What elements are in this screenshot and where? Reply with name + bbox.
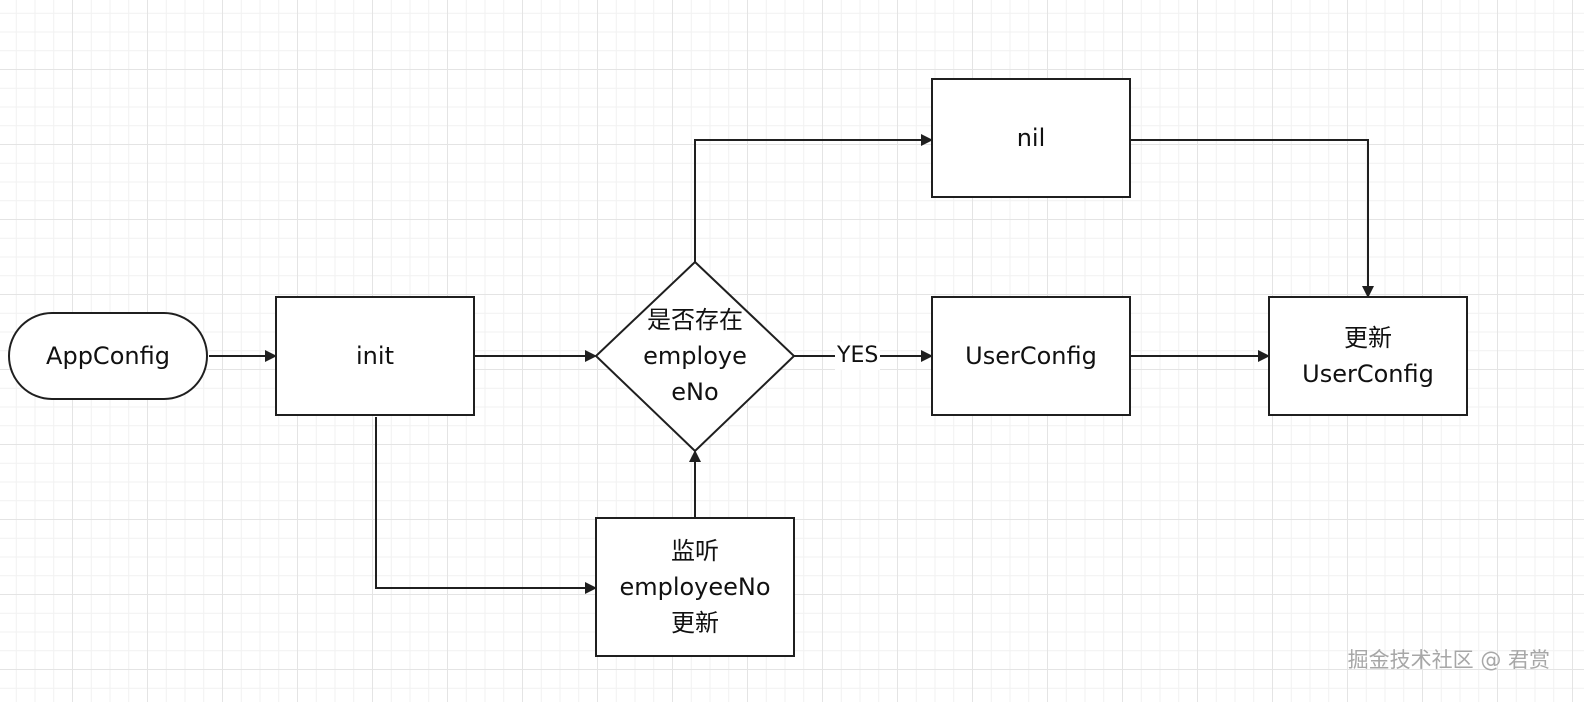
init-node[interactable]: init [275, 296, 475, 416]
edge-init-to-listen [375, 417, 597, 594]
listen-employeeno-node[interactable]: 监听 employeeNo 更新 [595, 517, 795, 657]
userconfig-node[interactable]: UserConfig [931, 296, 1131, 416]
update-userconfig-node[interactable]: 更新 UserConfig [1268, 296, 1468, 416]
appconfig-node[interactable]: AppConfig [8, 312, 208, 400]
decision-diamond-shape [594, 260, 796, 453]
edge-decision-to-nil [694, 134, 933, 262]
yes-edge-label: YES [835, 342, 881, 370]
decision-node-label[interactable]: 是否存在 employe eNo [643, 306, 747, 406]
nil-node[interactable]: nil [931, 78, 1131, 198]
watermark-text: 掘金技术社区 @ 君赏 [1347, 648, 1550, 672]
edge-nil-to-update [1131, 139, 1374, 298]
